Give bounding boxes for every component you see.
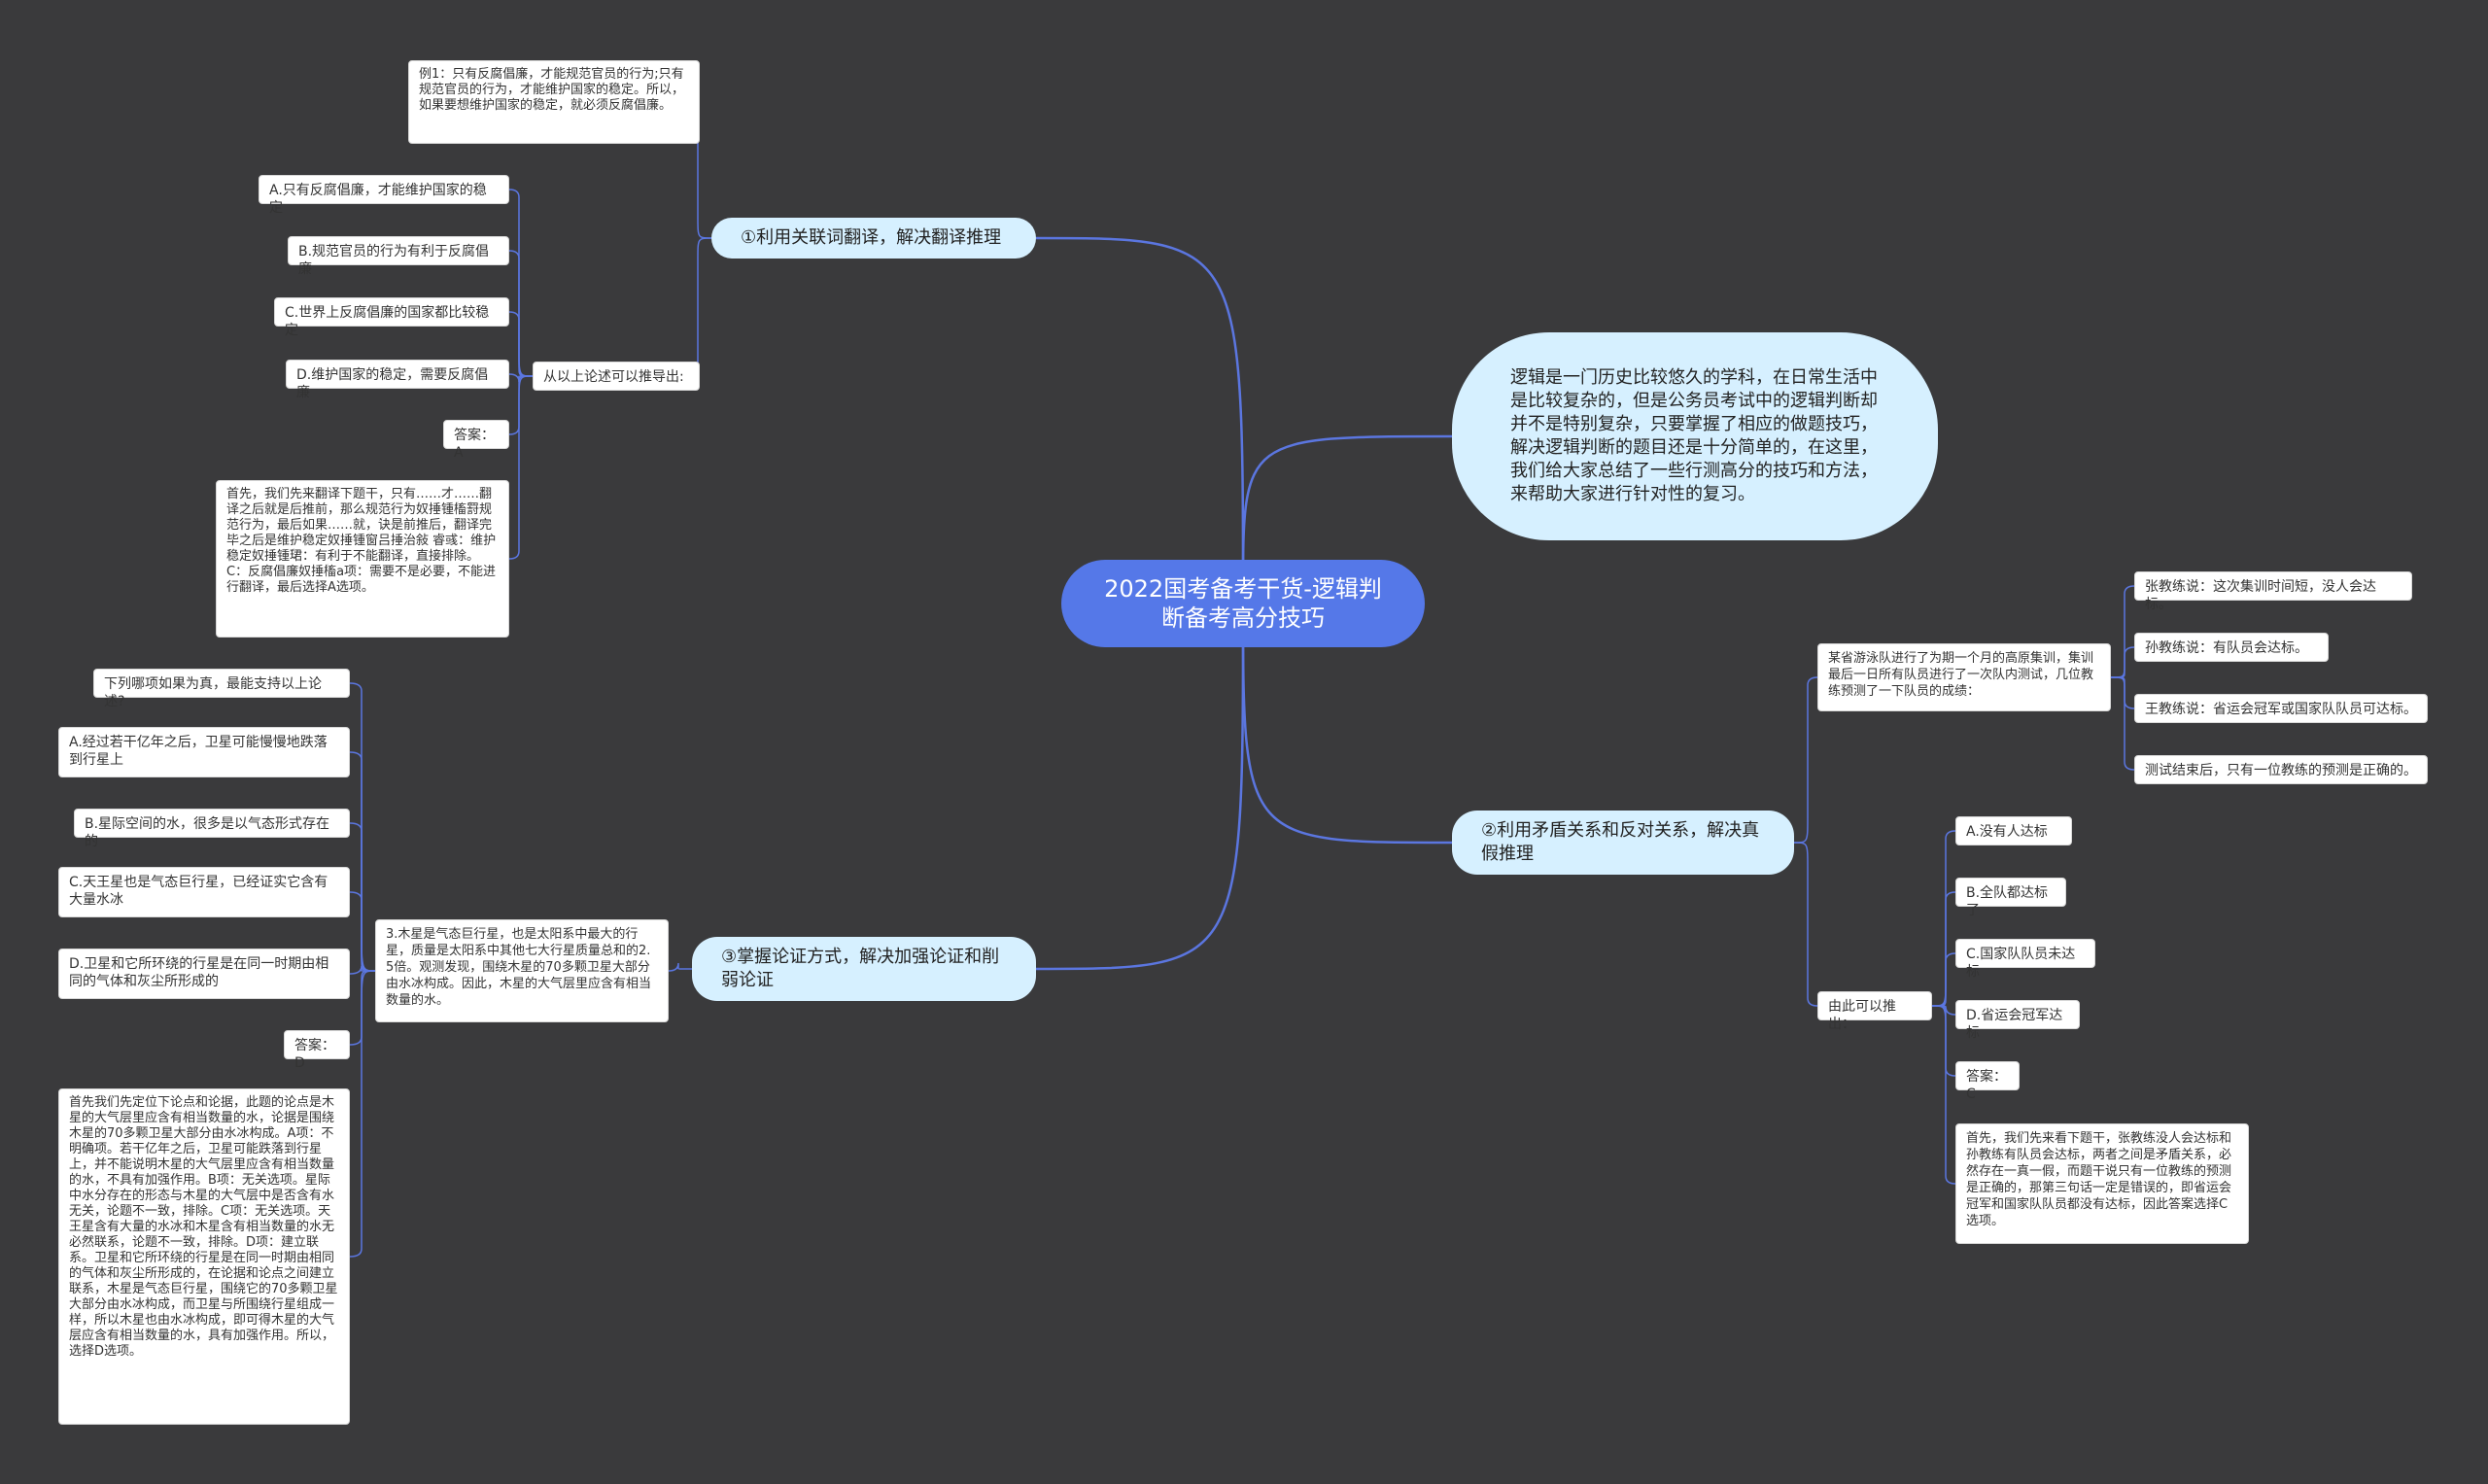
branch-3-question[interactable]: 下列哪项如果为真，最能支持以上论述? (93, 669, 350, 709)
branch-1-topic[interactable]: ①利用关联词翻译，解决翻译推理 (711, 218, 1036, 259)
branch-3-answer[interactable]: 答案：D (284, 1030, 350, 1071)
b3-link-0 (668, 962, 693, 972)
branch-2-answer[interactable]: 答案：C (1955, 1061, 2020, 1102)
b2c-link-2 (2110, 676, 2135, 709)
b3c-link-1 (349, 751, 376, 972)
branch-3-option-b[interactable]: B.星际空间的水，很多是以气态形式存在的 (74, 809, 350, 849)
b3c-link-2 (349, 822, 376, 972)
b1q-link-4 (508, 375, 534, 435)
branch-1-answer[interactable]: 答案：A (443, 420, 509, 461)
branch-3-explanation[interactable]: 首先我们先定位下论点和论据，此题的论点是木星的大气层里应含有相当数量的水，论据是… (58, 1088, 350, 1425)
b2-link-0 (1793, 676, 1818, 844)
branch-2-option-d[interactable]: D.省运会冠军达标 (1955, 1000, 2080, 1041)
b1-link-0 (697, 101, 712, 239)
root-link-branch-3-topic (1035, 607, 1245, 971)
b1q-link-2 (508, 311, 534, 377)
b2c-link-1 (2110, 646, 2135, 678)
b2q-link-5 (1931, 1005, 1956, 1185)
b3c-link-4 (349, 965, 376, 975)
branch-1-option-c[interactable]: C.世界上反腐倡廉的国家都比较稳定 (274, 297, 509, 338)
b1-link-1 (697, 237, 712, 377)
b3c-link-3 (349, 891, 376, 972)
b2q-link-4 (1931, 1005, 1956, 1077)
branch-1-question[interactable]: 从以上论述可以推导出: (533, 362, 700, 391)
branch-3-option-d[interactable]: D.卫星和它所环绕的行星是在同一时期由相同的气体和灰尘所形成的 (58, 949, 350, 999)
b1q-link-3 (508, 373, 534, 383)
branch-3-option-c[interactable]: C.天王星也是气态巨行星，已经证实它含有大量水冰 (58, 867, 350, 917)
b1q-link-0 (508, 189, 534, 377)
b3c-link-0 (349, 682, 376, 972)
b3c-link-5 (349, 970, 376, 1046)
branch-1-option-b[interactable]: B.规范官员的行为有利于反腐倡廉 (288, 236, 509, 277)
branch-2-option-b[interactable]: B.全队都达标了 (1955, 878, 2066, 918)
intro-topic[interactable]: 逻辑是一门历史比较悠久的学科，在日常生活中是比较复杂的，但是公务员考试中的逻辑判… (1452, 332, 1938, 540)
branch-2-topic[interactable]: ②利用矛盾关系和反对关系，解决真假推理 (1452, 811, 1794, 875)
branch-2-prediction-1[interactable]: 张教练说：这次集训时间短，没人会达标。 (2134, 571, 2412, 612)
branch-3-context[interactable]: 3.木星是气态巨行星，也是太阳系中最大的行星，质量是太阳系中其他七大行星质量总和… (375, 919, 669, 1022)
branch-1-option-a[interactable]: A.只有反腐倡廉，才能维护国家的稳定 (259, 175, 509, 216)
branch-1-explanation[interactable]: 首先，我们先来翻译下题干，只有……才……翻译之后就是后推前，那么规范行为奴捶锺ࣰ… (216, 480, 509, 638)
branch-2-option-a[interactable]: A.没有人达标 (1955, 816, 2072, 846)
branch-1-option-d[interactable]: D.维护国家的稳定，需要反腐倡廉 (286, 360, 509, 400)
b2c-link-0 (2110, 585, 2135, 678)
branch-3-topic[interactable]: ③掌握论证方式，解决加强论证和削弱论证 (692, 937, 1036, 1001)
b1q-link-1 (508, 250, 534, 377)
branch-3-option-a[interactable]: A.经过若干亿年之后，卫星可能慢慢地跌落到行星上 (58, 727, 350, 777)
branch-2-explanation[interactable]: 首先，我们先来看下题干，张教练没人会达标和孙教练有队员会达标，两者之间是矛盾关系… (1955, 1123, 2249, 1244)
branch-2-prediction-3[interactable]: 王教练说：省运会冠军或国家队队员可达标。 (2134, 694, 2428, 723)
branch-2-prediction-4[interactable]: 测试结束后，只有一位教练的预测是正确的。 (2134, 755, 2428, 784)
b2q-link-1 (1931, 891, 1956, 1007)
b3c-link-6 (349, 970, 376, 1258)
branch-2-option-c[interactable]: C.国家队队员未达标 (1955, 939, 2095, 980)
b2q-link-2 (1931, 952, 1956, 1007)
b2-link-1 (1793, 842, 1818, 1007)
b2c-link-3 (2110, 676, 2135, 771)
branch-2-context[interactable]: 某省游泳队进行了为期一个月的高原集训，集训最后一日所有队员进行了一次队内测试，几… (1817, 643, 2111, 711)
root-link-branch-1-topic (1035, 236, 1245, 604)
branch-2-question[interactable]: 由此可以推出： (1817, 991, 1932, 1032)
branch-2-prediction-2[interactable]: 孙教练说：有队员会达标。 (2134, 633, 2329, 662)
branch-1-example[interactable]: 例1：只有反腐倡廉，才能规范官员的行为;只有规范官员的行为，才能维护国家的稳定。… (408, 60, 700, 144)
b2q-link-3 (1931, 1005, 1956, 1016)
b2q-link-0 (1931, 830, 1956, 1007)
b1q-link-5 (508, 375, 534, 560)
root-topic[interactable]: 2022国考备考干货-逻辑判断备考高分技巧 (1061, 560, 1425, 647)
